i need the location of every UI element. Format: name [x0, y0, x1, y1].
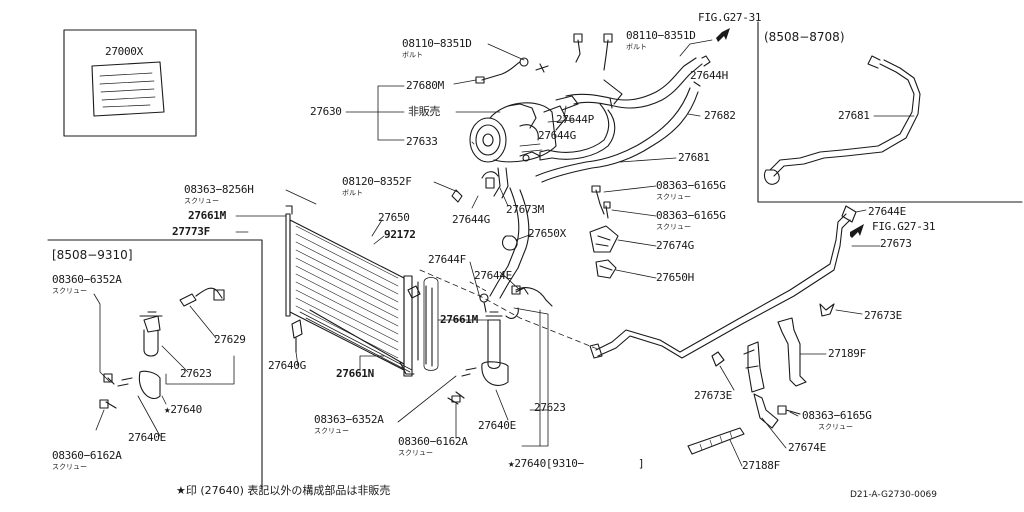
label-fig-g27-31-right: FIG.G27-31 — [872, 220, 936, 233]
condenser — [285, 205, 415, 377]
label-bolt-8351d-a: 08110−8351D — [402, 37, 472, 50]
inset-hose — [763, 55, 921, 185]
label-27674e: 27674E — [788, 441, 826, 454]
label-screw-8256h: 08363−8256H — [184, 183, 254, 196]
footnote: ★印 (27640) 表記以外の構成部品は非販売 — [176, 484, 391, 497]
suction-hose — [535, 81, 701, 183]
cable-tie — [687, 427, 745, 455]
right-inset-frame — [757, 21, 1023, 203]
label-27000x: 27000X — [105, 45, 143, 58]
label-92172: 92172 — [384, 228, 416, 241]
left-inset-parts — [99, 287, 225, 409]
label-left-27629: 27629 — [214, 333, 246, 346]
discharge-hose — [539, 55, 711, 161]
label-27640-range: ★27640[9310− — [508, 457, 584, 470]
pipe-27673 — [589, 205, 857, 359]
label-27773f: 27773F — [172, 225, 210, 238]
label-27644e-right: 27644E — [868, 205, 906, 218]
label-27661m-left: 27661M — [188, 209, 226, 222]
label-27673: 27673 — [880, 237, 912, 250]
label-screw-6352a-sub: スクリュー — [314, 427, 349, 435]
label-range-8508-9310: [8508−9310] — [52, 248, 133, 262]
label-screw-6352a: 08363−6352A — [314, 413, 384, 426]
label-card-box — [63, 29, 197, 137]
label-not-for-sale: 非販売 — [408, 105, 441, 118]
label-left-27623: 27623 — [180, 367, 212, 380]
label-27630: 27630 — [310, 105, 342, 118]
drawing-code: D21-A-G2730-0069 — [850, 490, 937, 500]
label-27644g-top: 27644G — [538, 129, 576, 142]
label-27661n: 27661N — [336, 367, 374, 380]
label-27644f: 27644F — [428, 253, 466, 266]
label-screw-6165g-b-sub: スクリュー — [656, 223, 691, 231]
compressor-fittings — [475, 33, 613, 162]
label-27650x: 27650X — [528, 227, 566, 240]
label-left-screw-6162a: 08360−6162A — [52, 449, 122, 462]
label-27188f: 27188F — [742, 459, 780, 472]
label-screw-6165g-a: 08363−6165G — [656, 179, 726, 192]
label-screw-6162a: 08360−6162A — [398, 435, 468, 448]
label-screw-6165g-a-sub: スクリュー — [656, 193, 691, 201]
label-27640g: 27640G — [268, 359, 306, 372]
label-screw-6165g-b: 08363−6165G — [656, 209, 726, 222]
label-left-27640: ★27640 — [164, 403, 202, 416]
label-bolt-8352f-sub: ボルト — [342, 189, 363, 197]
label-27673e-right: 27673E — [864, 309, 902, 322]
label-27674g: 27674G — [656, 239, 694, 252]
label-27661m-right: 27661M — [440, 313, 478, 326]
label-27633: 27633 — [406, 135, 438, 148]
label-screw-6162a-sub: スクリュー — [398, 449, 433, 457]
label-screw-8256h-sub: スクリュー — [184, 197, 219, 205]
label-range-8508-8708: (8508−8708) — [764, 30, 845, 44]
leader-lines — [93, 39, 915, 467]
label-bolt-8352f: 08120−8352F — [342, 175, 412, 188]
label-27189f: 27189F — [828, 347, 866, 360]
compressor — [469, 95, 579, 163]
receiver-drier — [407, 277, 509, 405]
label-27644h: 27644H — [690, 69, 728, 82]
label-fig-g27-31-top: FIG.G27-31 — [698, 11, 762, 24]
label-bolt-8351d-a-sub: ボルト — [402, 51, 423, 59]
label-27673e-lower: 27673E — [694, 389, 732, 402]
label-27682: 27682 — [704, 109, 736, 122]
label-27681: 27681 — [678, 151, 710, 164]
label-27681-inset: 27681 — [838, 109, 870, 122]
label-27650: 27650 — [378, 211, 410, 224]
label-screw-6165g-c-sub: スクリュー — [818, 423, 853, 431]
label-left-screw-6352a-sub: スクリュー — [52, 287, 87, 295]
liquid-hose — [419, 269, 601, 351]
clips-and-bracket — [711, 303, 835, 429]
label-27650h: 27650H — [656, 271, 694, 284]
label-left-27640e: 27640E — [128, 431, 166, 444]
label-27623: 27623 — [534, 401, 566, 414]
fig-arrows — [716, 28, 864, 238]
left-inset-frame — [47, 239, 263, 491]
pipe-27673m — [451, 167, 530, 299]
label-bolt-8351d-b-sub: ボルト — [626, 43, 647, 51]
label-27680m: 27680M — [406, 79, 444, 92]
label-27673m: 27673M — [506, 203, 544, 216]
label-left-screw-6162a-sub: スクリュー — [52, 463, 87, 471]
label-27640-range-end: ] — [638, 457, 645, 470]
label-27644e-mid: 27644E — [474, 269, 512, 282]
label-screw-6165g-c: 08363−6165G — [802, 409, 872, 422]
label-27644p: 27644P — [556, 113, 594, 126]
label-left-screw-6352a: 08360−6352A — [52, 273, 122, 286]
label-27644g-mid: 27644G — [452, 213, 490, 226]
label-bolt-8351d-b: 08110−8351D — [626, 29, 696, 42]
bracket-27674g — [589, 185, 619, 279]
label-27640e: 27640E — [478, 419, 516, 432]
